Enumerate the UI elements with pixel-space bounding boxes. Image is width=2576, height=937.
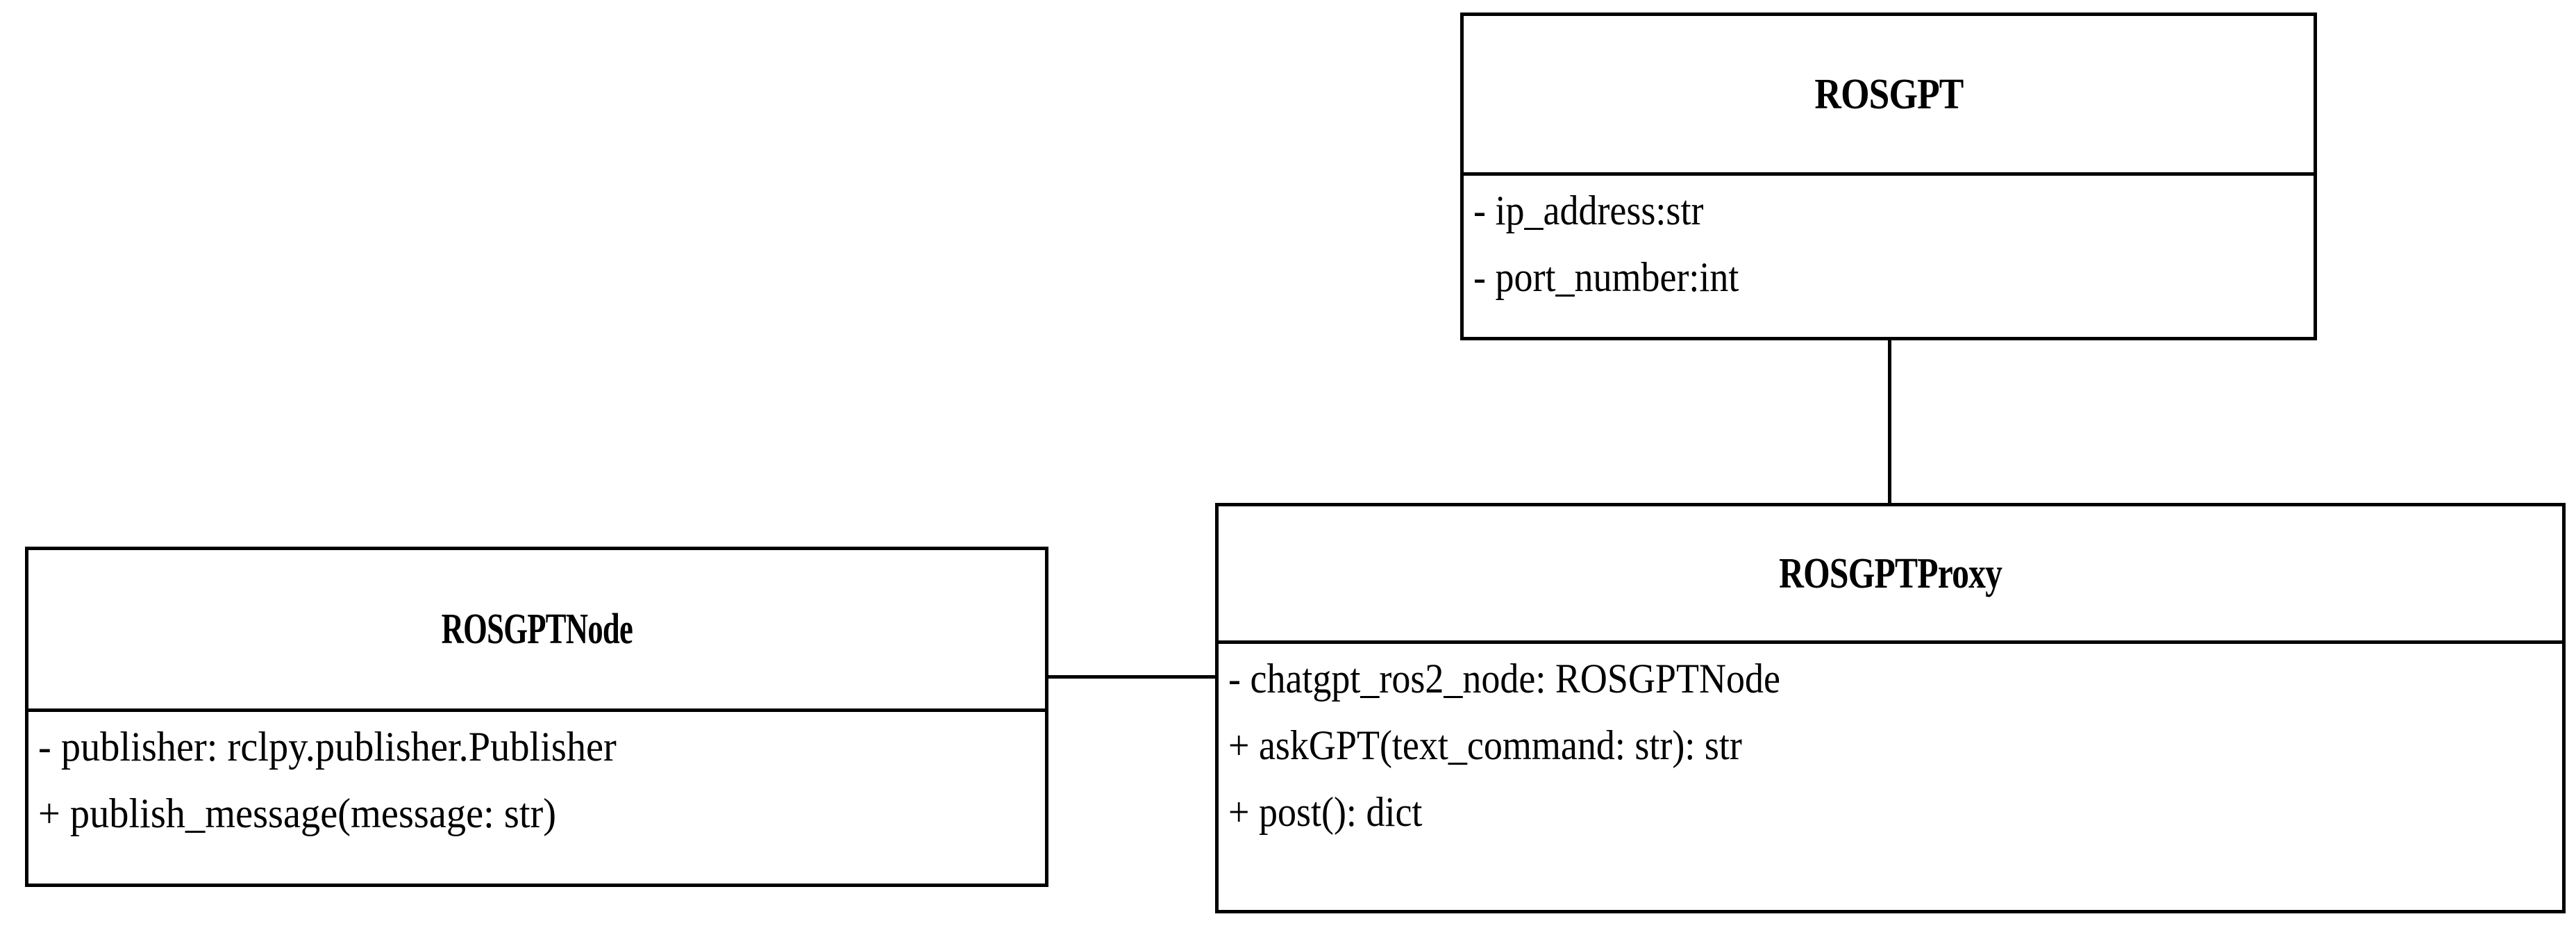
class-members-rosgptproxy: - chatgpt_ros2_node: ROSGPTNode + askGPT… [1219,644,2562,910]
association-line-rosgptnode-rosgptproxy [1047,675,1216,679]
class-divider-rosgpt [1464,172,2314,176]
class-name-rosgpt: ROSGPT [1814,70,1964,118]
class-divider-rosgptnode [28,708,1045,712]
association-line-rosgpt-rosgptproxy [1888,338,1891,505]
class-header-rosgpt: ROSGPT [1464,16,2314,172]
class-header-rosgptproxy: ROSGPTProxy [1219,506,2562,640]
class-divider-rosgptproxy [1219,640,2562,644]
class-member-row: - ip_address:str [1473,188,1704,233]
class-box-rosgptnode[interactable]: ROSGPTNode - publisher: rclpy.publisher.… [25,547,1048,887]
class-box-rosgptproxy[interactable]: ROSGPTProxy - chatgpt_ros2_node: ROSGPTN… [1215,503,2566,913]
class-member-row: - chatgpt_ros2_node: ROSGPTNode [1228,656,1780,702]
class-header-rosgptnode: ROSGPTNode [28,550,1045,708]
class-name-rosgptnode: ROSGPTNode [441,606,633,653]
class-box-rosgpt[interactable]: ROSGPT - ip_address:str - port_number:in… [1460,13,2317,340]
class-member-row: - port_number:int [1473,254,1739,300]
class-member-row: + askGPT(text_command: str): str [1228,722,1742,768]
class-members-rosgptnode: - publisher: rclpy.publisher.Publisher +… [28,712,1045,884]
class-name-rosgptproxy: ROSGPTProxy [1779,549,2002,597]
class-member-row: - publisher: rclpy.publisher.Publisher [38,724,617,770]
class-members-rosgpt: - ip_address:str - port_number:int [1464,176,2314,337]
class-member-row: + post(): dict [1228,789,1423,835]
class-member-row: + publish_message(message: str) [38,790,557,836]
